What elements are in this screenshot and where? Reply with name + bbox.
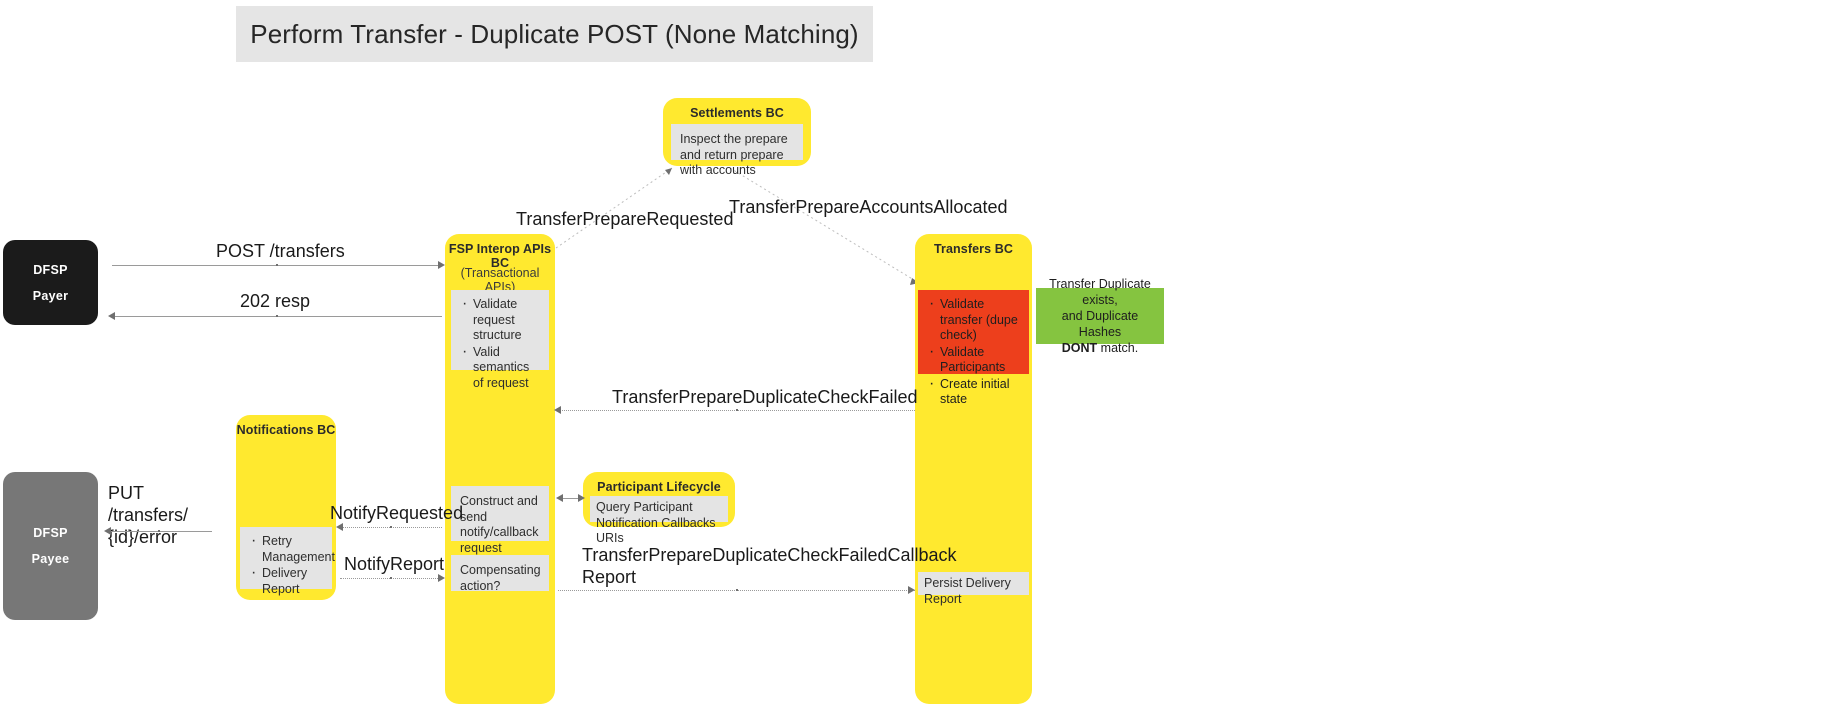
actor-dfsp-payee[interactable]: DFSP Payee	[3, 472, 98, 620]
lane-settlements-bc[interactable]: Settlements BC Inspect the prepare and r…	[663, 98, 811, 177]
activity-validate-request[interactable]: Validate request structure Valid semanti…	[451, 290, 549, 390]
flow-label-transfer-prepare-accounts-allocated: TransferPrepareAccountsAllocated	[729, 197, 1008, 217]
flow-midtick	[276, 315, 278, 317]
flow-arrow-duplicate-check-failed-callback-report	[908, 586, 915, 594]
flow-label-202-resp: 202 resp	[240, 291, 311, 311]
flow-label-put-transfers-error-line2: {id}/error	[108, 527, 178, 547]
flow-label-duplicate-check-failed: TransferPrepareDuplicateCheckFailed	[612, 387, 918, 407]
activity-construct-notify-callback[interactable]: Construct and send notify/callback reque…	[451, 486, 549, 555]
lane-fsp-interop-apis-bc[interactable]: FSP Interop APIs BC (Transactional APIs)…	[445, 234, 555, 704]
lane-participant-lifecycle[interactable]: Participant Lifecycle Query Participant …	[583, 472, 735, 545]
actor-dfsp-payer[interactable]: DFSP Payer	[3, 240, 98, 325]
flow-label-notify-report: NotifyReport	[344, 554, 445, 574]
flow-arrow-notify-report	[438, 574, 445, 582]
flow-arrow-202-resp	[108, 312, 115, 320]
flow-arrow-put-transfers-error	[104, 527, 111, 535]
page-title: Perform Transfer - Duplicate POST (None …	[250, 18, 859, 49]
lane-transfers-bc[interactable]: Transfers BC Validate transfer (dupe che…	[915, 234, 1032, 704]
flow-arrow-post-transfers	[438, 261, 445, 269]
flow-midtick	[390, 526, 392, 528]
activity-persist-delivery-report[interactable]: Persist Delivery Report	[918, 572, 1029, 606]
note-line-3: DONT match.	[1061, 341, 1139, 355]
flow-line-participant-lifecycle	[560, 498, 582, 499]
list-item: Retry Management	[251, 533, 335, 565]
note-line-3-bold: DONT	[1061, 341, 1098, 355]
flow-label-put-transfers-error-line1: PUT /transfers/	[108, 483, 189, 525]
note-line-1: Transfer Duplicate exists,	[1049, 277, 1151, 307]
flow-midtick	[736, 409, 738, 411]
actor-dfsp-payee-line2: Payee	[31, 552, 70, 566]
list-item: Delivery Report	[251, 565, 324, 597]
flow-midtick	[276, 264, 278, 266]
list-item: Validate Participants	[929, 344, 1021, 376]
lane-notifications-bc-title: Notifications BC	[236, 423, 336, 437]
flow-midtick	[158, 530, 160, 532]
list-item: Valid semantics of request	[462, 344, 541, 392]
lane-participant-lifecycle-title: Participant Lifecycle	[597, 480, 721, 494]
list-item: Create initial state	[929, 376, 1021, 408]
flow-label-callback-report-line2: Report	[582, 567, 637, 587]
flow-arrow-notify-requested	[336, 523, 343, 531]
flow-midtick	[390, 577, 392, 579]
diagram-title-banner: Perform Transfer - Duplicate POST (None …	[236, 6, 873, 62]
activity-query-participant-callbacks[interactable]: Query Participant Notification Callbacks…	[590, 496, 728, 545]
flow-label-notify-requested: NotifyRequested	[330, 503, 464, 523]
lane-transfers-bc-title: Transfers BC	[933, 242, 1013, 256]
lane-fsp-interop-apis-bc-title: FSP Interop APIs BC	[448, 242, 552, 270]
activity-validate-transfer[interactable]: Validate transfer (dupe check) Validate …	[918, 290, 1029, 406]
activity-inspect-prepare[interactable]: Inspect the prepare and return prepare w…	[671, 124, 803, 177]
lane-settlements-bc-title: Settlements BC	[690, 106, 784, 120]
activity-notifications[interactable]: Retry Management Delivery Report	[240, 527, 335, 596]
actor-dfsp-payer-line1: DFSP	[33, 262, 68, 277]
note-line-2: and Duplicate Hashes	[1061, 309, 1139, 339]
flow-label-transfer-prepare-requested: TransferPrepareRequested	[516, 209, 734, 229]
flow-label-put-transfers-error: PUT /transfers/ {id}/error	[108, 482, 218, 548]
flow-label-duplicate-check-failed-callback-report: TransferPrepareDuplicateCheckFailedCallb…	[582, 544, 957, 588]
note-duplicate-hashes: Transfer Duplicate exists, and Duplicate…	[1036, 277, 1164, 355]
activity-compensating-action[interactable]: Compensating action?	[451, 555, 549, 593]
actor-dfsp-payee-line1: DFSP	[33, 526, 68, 540]
flow-arrow-duplicate-check-failed	[554, 406, 561, 414]
list-item: Validate request structure	[462, 296, 541, 344]
flow-line-put-transfers-error	[108, 531, 212, 532]
flow-arrow-participant-lifecycle-left	[556, 494, 563, 502]
list-item: Validate transfer (dupe check)	[929, 296, 1021, 344]
flow-label-callback-report-line1: TransferPrepareDuplicateCheckFailedCallb…	[582, 545, 957, 565]
flow-arrow-participant-lifecycle-right	[578, 494, 585, 502]
flow-label-post-transfers: POST /transfers	[216, 241, 345, 261]
actor-dfsp-payer-line2: Payer	[32, 288, 69, 303]
flow-midtick	[736, 589, 738, 591]
lane-notifications-bc[interactable]: Notifications BC Retry Management Delive…	[236, 415, 336, 600]
